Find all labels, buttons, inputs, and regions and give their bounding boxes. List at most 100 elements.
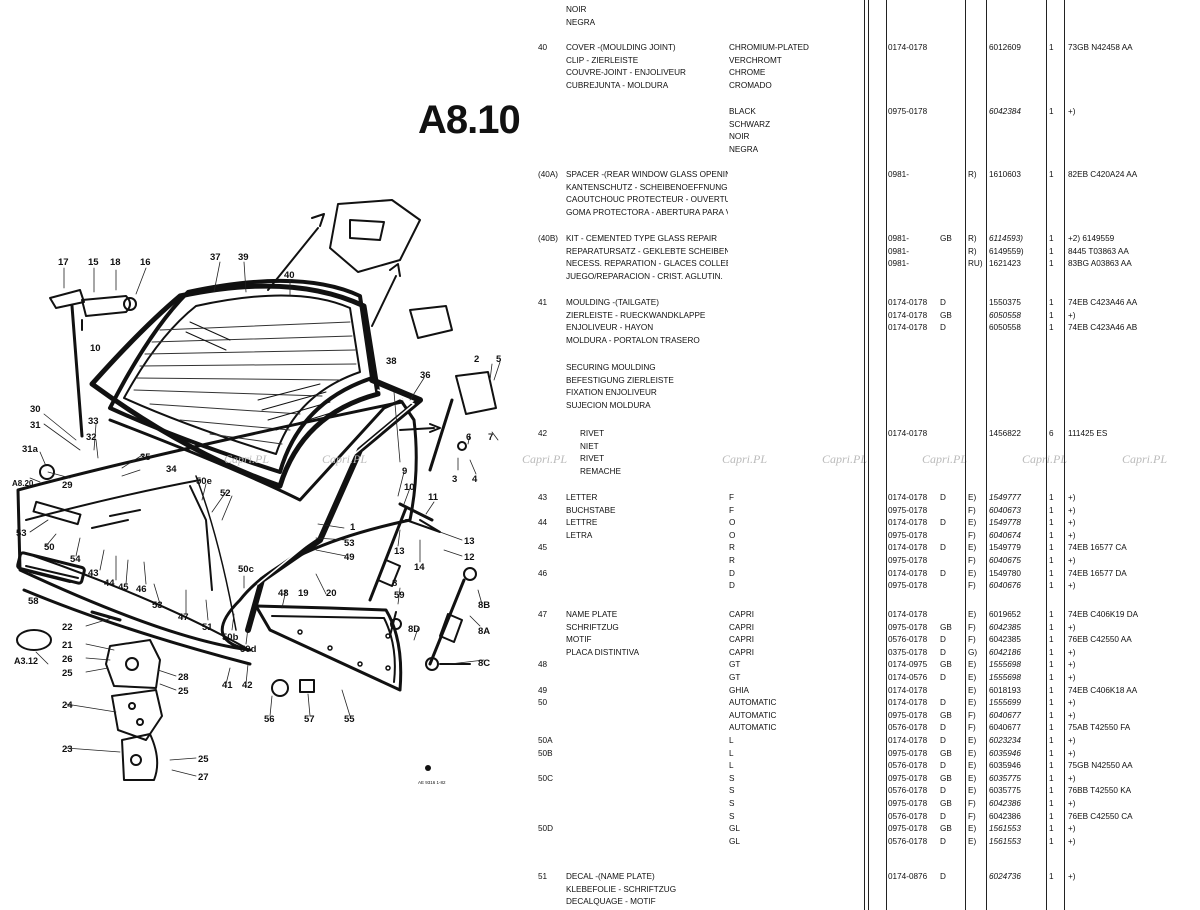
part-description: BEFESTIGUNG ZIERLEISTE [566, 375, 674, 385]
date-range: 0174-0178 [888, 429, 928, 438]
ford-number: +) [1068, 555, 1076, 565]
usage-code: E) [968, 518, 977, 528]
usage-code: R) [968, 234, 977, 243]
quantity: 1 [1049, 493, 1054, 502]
part-description: RIVET [580, 429, 605, 438]
ref-number: 44 [538, 518, 548, 528]
variant: O [729, 518, 736, 528]
ford-number: +) [1068, 748, 1076, 758]
ref-number: 50C [538, 773, 554, 783]
parts-row: FIXATION ENJOLIVEUR [536, 387, 1200, 400]
part-number: 6012609 [989, 43, 1021, 52]
part-number: 6149559) [989, 246, 1024, 256]
part-number: 6040673 [989, 505, 1021, 515]
callout-19: 19 [298, 588, 309, 599]
variant: CHROMIUM-PLATED [729, 43, 809, 52]
parts-row: (40A)SPACER -(REAR WINDOW GLASS OPENING)… [536, 169, 1200, 182]
parts-row: REMACHE [536, 466, 1200, 479]
variant: S [729, 798, 735, 808]
quantity: 1 [1049, 872, 1054, 881]
callout-37: 37 [210, 252, 221, 263]
usage-code: E) [968, 786, 977, 796]
callout-58: 58 [28, 596, 39, 607]
variant: AUTOMATIC [729, 710, 777, 720]
callout-31: 31 [30, 420, 41, 431]
part-description: KLEBEFOLIE - SCHRIFTZUG [566, 884, 677, 894]
part-number: 1621423 [989, 259, 1021, 269]
part-description: MOLDURA - PORTALON TRASERO [566, 335, 700, 345]
usage-code: G) [968, 647, 978, 657]
part-description: GOMA PROTECTORA - ABERTURA PARA VENTANIL… [566, 207, 728, 217]
ford-number: 8445 T03863 AA [1068, 246, 1129, 256]
window-seal [89, 283, 404, 502]
quantity: 1 [1049, 836, 1054, 846]
ford-badge [16, 629, 52, 651]
date-range: 0174-0576 [888, 672, 928, 682]
callout-28: 28 [178, 672, 189, 683]
callout-54: 54 [70, 554, 81, 565]
quantity: 1 [1049, 298, 1054, 307]
usage-code: E) [968, 672, 977, 682]
variant: CAPRI [729, 647, 755, 657]
part-number: 6042386 [989, 811, 1021, 821]
callout-14: 14 [414, 562, 425, 573]
usage-code: F) [968, 581, 976, 591]
part-number: 6019652 [989, 610, 1021, 619]
part-number: 6042385 [989, 635, 1021, 645]
ford-number: +) [1068, 660, 1076, 670]
callout-50: 50 [44, 542, 55, 553]
arrow-hinge-top [267, 213, 325, 291]
callout-48: 48 [278, 588, 289, 599]
part-number: 6042186 [989, 647, 1021, 657]
ford-number: 75GB N42550 AA [1068, 761, 1133, 771]
ford-number: 74EB 16577 CA [1068, 543, 1127, 553]
callout-8c: 8C [478, 658, 490, 669]
quantity: 1 [1049, 518, 1054, 528]
part-number: 6018193 [989, 685, 1021, 695]
date-range: 0975-0178 [888, 530, 928, 540]
usage-code: E) [968, 773, 977, 783]
part-number: 6024736 [989, 872, 1021, 881]
part-number: 6050558 [989, 323, 1021, 333]
watermark: Capri.PL [1122, 452, 1168, 466]
callout-50b: 50b [222, 632, 239, 643]
market-code: D [940, 698, 946, 708]
quantity: 1 [1049, 568, 1054, 578]
part-description: FIXATION ENJOLIVEUR [566, 388, 657, 398]
parts-row: GOMA PROTECTORA - ABERTURA PARA VENTANIL… [536, 207, 1200, 220]
part-description: SUJECION MOLDURA [566, 400, 651, 410]
callout-51: 51 [202, 622, 213, 633]
callout-34: 34 [166, 464, 177, 475]
variant: L [729, 748, 734, 758]
usage-code: F) [968, 798, 976, 808]
parts-row: DECALQUAGE - MOTIF [536, 896, 1200, 909]
callout-46: 46 [136, 584, 147, 595]
date-range: 0975-0178 [888, 622, 928, 632]
part-description: MOTIF [566, 635, 592, 645]
quantity: 1 [1049, 786, 1054, 796]
usage-code: F) [968, 505, 976, 515]
callout-1: 1 [350, 522, 356, 533]
ref-number: 41 [538, 298, 548, 307]
diagram-ref-mark: AE 9316 1-82 [418, 780, 446, 785]
usage-code: E) [968, 735, 977, 745]
usage-code: E) [968, 660, 977, 670]
quantity: 1 [1049, 660, 1054, 670]
part-description: SPACER -(REAR WINDOW GLASS OPENING) [566, 170, 728, 179]
part-number: 1555699 [989, 698, 1021, 708]
part-number: 6114593) [989, 234, 1023, 243]
ford-number: +) [1068, 798, 1076, 808]
ford-number: +) [1068, 710, 1076, 720]
callout-40: 40 [284, 270, 295, 281]
